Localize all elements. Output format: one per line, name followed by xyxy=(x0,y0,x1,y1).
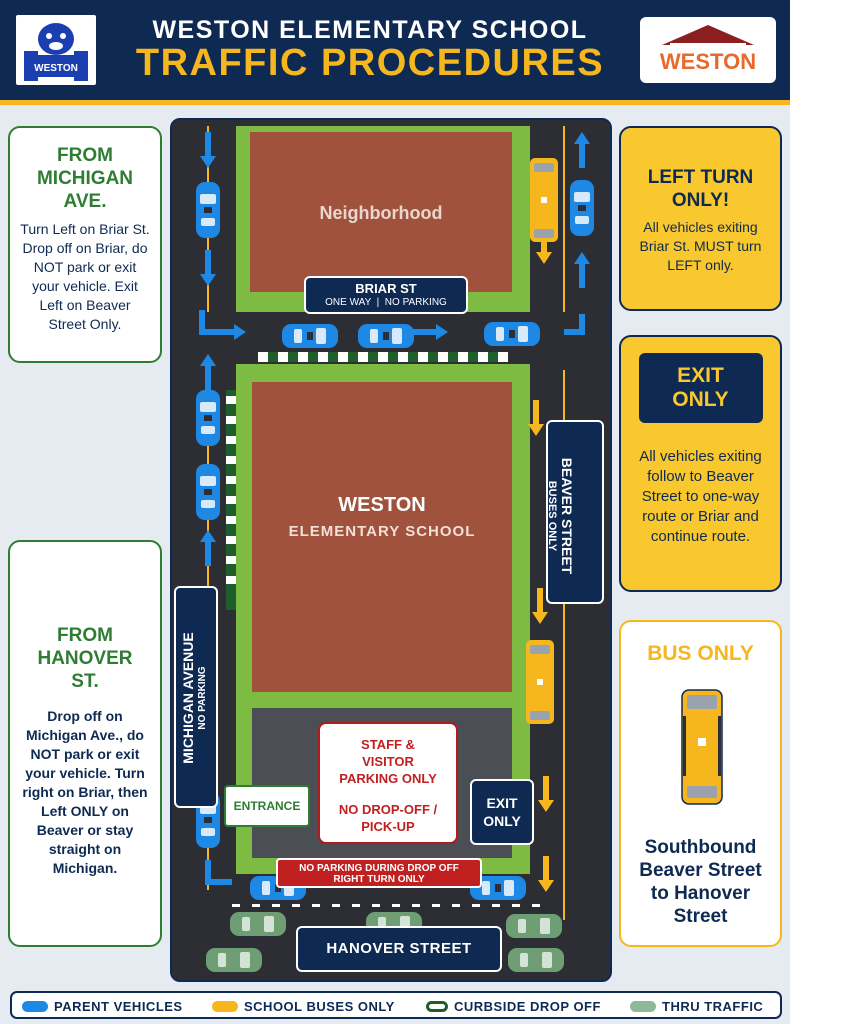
arrow-michigan-down-1 xyxy=(200,132,216,168)
briar-curbside xyxy=(268,352,498,362)
legend-thru-swatch xyxy=(630,1000,656,1012)
house-logo-icon: WESTON xyxy=(660,25,756,77)
card-from-hanover: FROM HANOVER ST. Drop off on Michigan Av… xyxy=(8,540,162,947)
thru-car-1 xyxy=(230,912,286,936)
header-rule xyxy=(0,100,790,105)
arrow-michigan-down-2 xyxy=(200,250,216,286)
school-title: WESTON ELEMENTARY SCHOOL xyxy=(152,16,588,44)
no-parking-line-2: RIGHT TURN ONLY xyxy=(333,874,425,885)
card-left-turn-text: All vehicles exiting Briar St. MUST turn… xyxy=(639,219,762,273)
no-parking-banner: NO PARKING DURING DROP OFF RIGHT TURN ON… xyxy=(276,858,482,888)
weston-house-logo: WESTON xyxy=(640,17,776,83)
briar-crosswalk xyxy=(258,352,508,362)
parent-car-1 xyxy=(196,182,220,238)
legend-thru-traffic: THRU TRAFFIC xyxy=(630,997,763,1015)
arrow-briar-right-2 xyxy=(412,324,448,340)
svg-text:WESTON: WESTON xyxy=(34,63,78,74)
card-bus-only-text: Southbound Beaver Street to Hanover Stre… xyxy=(639,837,762,927)
thru-car-5 xyxy=(508,948,564,972)
thru-car-3 xyxy=(506,914,562,938)
arrow-michigan-up-1 xyxy=(200,354,216,390)
parent-car-3 xyxy=(196,464,220,520)
school-sublabel: ELEMENTARY SCHOOL xyxy=(289,523,476,540)
arrow-bus-down-5 xyxy=(538,856,554,892)
parent-car-6 xyxy=(282,324,338,348)
briar-sign-title: BRIAR ST xyxy=(355,281,417,296)
right-margin xyxy=(790,0,851,1024)
school-bus-2 xyxy=(526,640,554,724)
school-building xyxy=(252,382,512,692)
staff-parking-label: STAFF & VISITOR PARKING ONLY xyxy=(339,737,437,786)
weston-mascot-logo: WESTON xyxy=(16,15,96,85)
legend-parent-label: PARENT VEHICLES xyxy=(54,998,183,1014)
hanover-street-sign: HANOVER STREET xyxy=(296,926,502,972)
card-left-turn: LEFT TURN ONLY! All vehicles exiting Bri… xyxy=(619,126,782,311)
parent-car-8 xyxy=(484,322,540,346)
briar-sign-sub: ONE WAY | NO PARKING xyxy=(325,297,447,308)
entrance-sign: ENTRANCE xyxy=(224,785,310,827)
beaver-street-sign: BEAVER STREET BUSES ONLY xyxy=(546,420,604,604)
card-michigan-heading: FROM MICHIGAN AVE. xyxy=(36,145,134,212)
michigan-sign-sub: NO PARKING xyxy=(197,666,208,730)
svg-text:WESTON: WESTON xyxy=(660,49,756,74)
arrow-beaver-up-1 xyxy=(574,132,590,168)
hanover-crosswalk xyxy=(232,904,540,907)
card-hanover-text: Drop off on Michigan Ave., do NOT park o… xyxy=(22,708,148,876)
mascot-icon: WESTON xyxy=(24,23,88,81)
arrow-bus-down-2 xyxy=(528,400,544,436)
michigan-sign-title: MICHIGAN AVENUE xyxy=(180,632,196,764)
traffic-map: Neighborhood WESTON ELEMENTARY SCHOOL xyxy=(170,118,612,982)
map-legend: PARENT VEHICLES SCHOOL BUSES ONLY CURBSI… xyxy=(10,991,782,1019)
card-bus-only-heading: BUS ONLY xyxy=(647,642,754,665)
card-left-turn-heading: LEFT TURN ONLY! xyxy=(647,167,754,211)
card-michigan-text: Turn Left on Briar St. Drop off on Briar… xyxy=(20,221,150,332)
briar-street-sign: BRIAR ST ONE WAY | NO PARKING xyxy=(304,276,468,314)
legend-parent-vehicles: PARENT VEHICLES xyxy=(22,997,183,1015)
school-bus-icon xyxy=(681,689,723,805)
page-title: TRAFFIC PROCEDURES xyxy=(135,42,605,84)
arrow-beaver-up-2 xyxy=(574,252,590,288)
turn-arrow-left xyxy=(199,310,218,335)
legend-school-buses: SCHOOL BUSES ONLY xyxy=(212,997,395,1015)
legend-bus-swatch xyxy=(212,1000,238,1012)
legend-bus-label: SCHOOL BUSES ONLY xyxy=(244,998,395,1014)
legend-curbside-swatch xyxy=(426,1000,448,1012)
turn-arrow-hanover xyxy=(205,860,232,885)
beaver-sign-sub: BUSES ONLY xyxy=(546,480,558,552)
arrow-bus-down-4 xyxy=(538,776,554,812)
michigan-sign-rotated: MICHIGAN AVENUE NO PARKING xyxy=(180,594,208,802)
legend-curbside-label: CURBSIDE DROP OFF xyxy=(454,998,601,1014)
neighborhood-block xyxy=(250,132,512,292)
card-exit-only: EXIT ONLY All vehicles exiting follow to… xyxy=(619,335,782,592)
legend-parent-swatch xyxy=(22,1000,48,1012)
turn-arrow-right xyxy=(564,314,585,335)
michigan-avenue-sign: MICHIGAN AVENUE NO PARKING xyxy=(174,586,218,808)
school-label: WESTON xyxy=(338,494,425,516)
no-parking-line-1: NO PARKING DURING DROP OFF xyxy=(299,863,459,874)
exit-only-sign: EXIT ONLY xyxy=(638,353,763,423)
parent-car-2 xyxy=(196,390,220,446)
card-bus-only: BUS ONLY Southbound Beaver Street to Han… xyxy=(619,620,782,947)
card-exit-only-text: All vehicles exiting follow to Beaver St… xyxy=(639,448,762,545)
beaver-sign-title: BEAVER STREET xyxy=(559,457,575,575)
beaver-sign-rotated: BEAVER STREET BUSES ONLY xyxy=(546,426,575,606)
neighborhood-label: Neighborhood xyxy=(320,203,443,223)
parent-car-7 xyxy=(358,324,414,348)
card-hanover-heading: FROM HANOVER ST. xyxy=(37,625,133,692)
card-from-michigan: FROM MICHIGAN AVE. Turn Left on Briar St… xyxy=(8,126,162,363)
legend-thru-label: THRU TRAFFIC xyxy=(662,998,764,1014)
michigan-curbside xyxy=(226,390,236,610)
staff-parking-sign: STAFF & VISITOR PARKING ONLY NO DROP-OFF… xyxy=(318,722,458,844)
school-bus-1 xyxy=(530,158,558,242)
no-dropoff-label: NO DROP-OFF / PICK-UP xyxy=(338,802,438,834)
legend-curbside-drop-off: CURBSIDE DROP OFF xyxy=(426,997,601,1015)
parent-car-5 xyxy=(570,180,594,236)
thru-car-4 xyxy=(206,948,262,972)
arrow-michigan-up-2 xyxy=(200,530,216,566)
exit-only-map-sign: EXIT ONLY xyxy=(470,779,534,845)
